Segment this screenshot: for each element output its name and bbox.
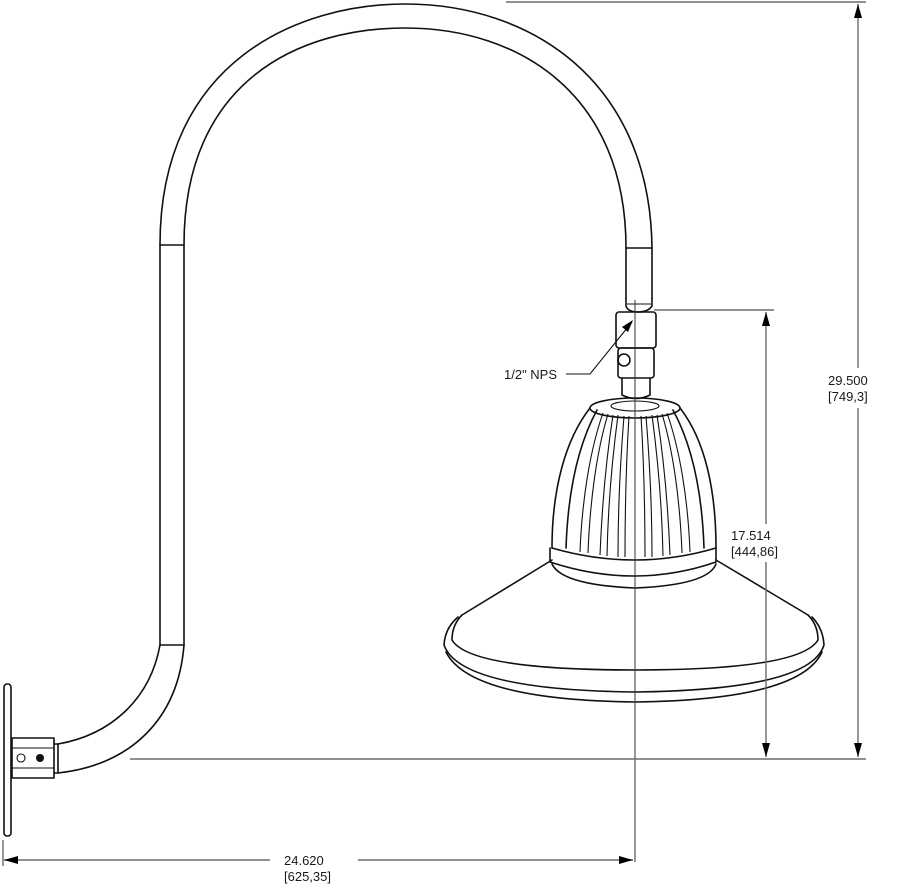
swivel-fitting — [615, 297, 657, 400]
dimension-hanging-height: 17.514 [444,86] — [654, 309, 778, 757]
overall-height-metric: [749,3] — [828, 389, 868, 404]
screw-icon — [16, 753, 26, 763]
hanging-height-imperial: 17.514 — [731, 528, 771, 543]
thread-callout-label: 1/2" NPS — [504, 367, 557, 382]
projection-imperial: 24.620 — [284, 853, 324, 868]
projection-metric: [625,35] — [284, 869, 331, 884]
overall-height-imperial: 29.500 — [828, 373, 868, 388]
gooseneck-arm — [53, 3, 653, 774]
heatsink — [549, 397, 717, 589]
set-screw-icon — [36, 754, 44, 762]
dimension-overall-height: 29.500 [749,3] — [130, 1, 868, 760]
shade — [443, 559, 825, 703]
dimension-projection: 24.620 [625,35] — [2, 840, 633, 884]
callout-thread: 1/2" NPS — [504, 320, 633, 382]
hanging-height-metric: [444,86] — [731, 544, 778, 559]
wall-mount — [3, 683, 55, 837]
